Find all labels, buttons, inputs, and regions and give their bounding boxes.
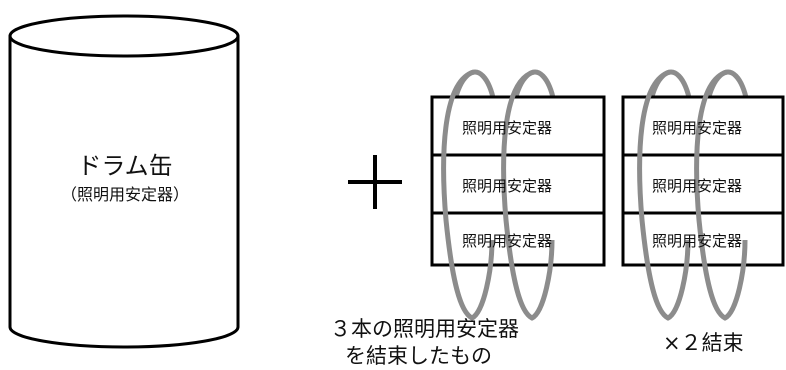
caption-line-2: を結束したもの: [345, 344, 492, 368]
drum-subtitle: （照明用安定器）: [60, 185, 189, 204]
binding-band: [501, 69, 555, 321]
caption-line-1: ３本の照明用安定器: [330, 317, 519, 341]
binding-band: [694, 69, 748, 321]
bundle-left-stack: [430, 95, 606, 267]
drum-body: [8, 36, 240, 349]
ballast-box: [621, 153, 785, 215]
ballast-label: 照明用安定器: [462, 119, 553, 137]
bundle-right-bands-front: [637, 69, 748, 321]
ballast-label: 照明用安定器: [652, 177, 743, 195]
ballast-box: [430, 211, 606, 267]
ballast-label: 照明用安定器: [652, 119, 743, 137]
drum-title: ドラム缶: [77, 152, 173, 180]
drum-top-rim: [8, 14, 240, 58]
binding-band: [441, 69, 495, 321]
ballast-label: 照明用安定器: [462, 232, 553, 250]
bundle-left-bands-front: [441, 69, 555, 321]
plus-icon: [348, 155, 402, 209]
ballast-label: 照明用安定器: [652, 232, 743, 250]
ballast-label: 照明用安定器: [462, 177, 553, 195]
caption-multiplier: ×２結束: [663, 331, 744, 355]
binding-band: [637, 69, 691, 321]
drum-can: [8, 14, 240, 349]
